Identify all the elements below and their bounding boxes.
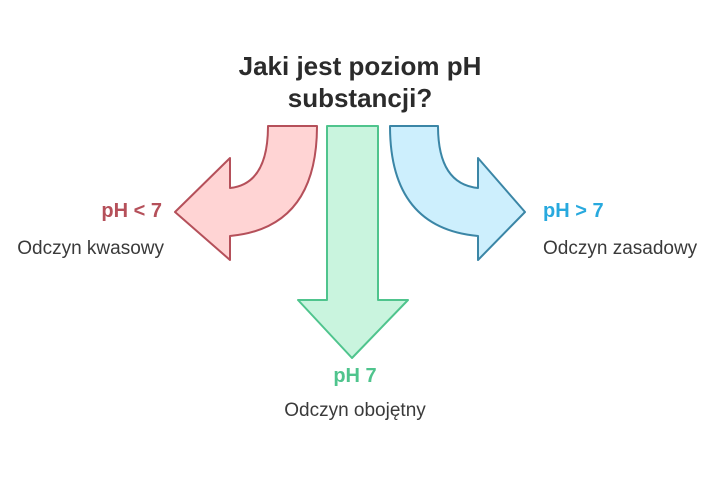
middle-arrow <box>297 125 409 359</box>
title-line-2: substancji? <box>287 83 433 113</box>
right-arrow <box>389 125 526 261</box>
title-line-1: Jaki jest poziom pH <box>238 51 482 81</box>
left-arrow <box>174 125 318 261</box>
neutral-ph-label: pH 7 <box>333 365 377 387</box>
diagram-title: Jaki jest poziom pH substancji? <box>210 50 510 114</box>
acidic-description: Odczyn kwasowy <box>17 238 164 259</box>
neutral-description: Odczyn obojętny <box>284 400 426 421</box>
basic-ph-label: pH > 7 <box>543 200 604 222</box>
acidic-ph-label: pH < 7 <box>101 200 162 222</box>
basic-description: Odczyn zasadowy <box>543 238 698 259</box>
